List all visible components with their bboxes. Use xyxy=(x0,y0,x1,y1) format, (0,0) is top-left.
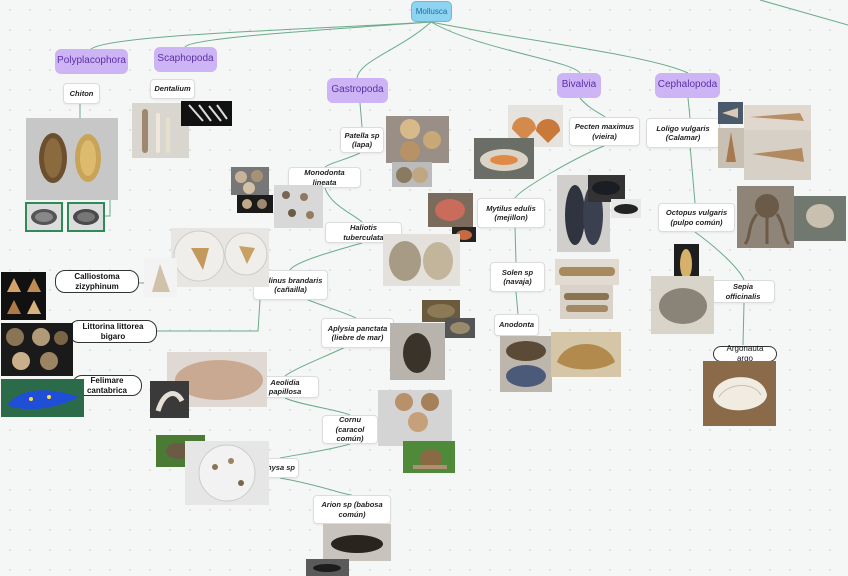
species-node-monodonta[interactable]: Monodonta lineata xyxy=(288,167,361,188)
class-node-gastropoda[interactable]: Gastropoda xyxy=(327,78,388,103)
species-node-octopus[interactable]: Octopus vulgaris (pulpo común) xyxy=(658,203,735,232)
photo-physa-dish xyxy=(185,441,269,505)
photo-littorina xyxy=(1,323,73,376)
photo-octopus-live xyxy=(794,196,846,241)
class-node-scaphopoda[interactable]: Scaphopoda xyxy=(154,47,217,72)
species-node-cornu[interactable]: Cornu (caracol común) xyxy=(322,415,378,444)
photo-monodonta-1 xyxy=(231,167,269,195)
photo-sepia xyxy=(651,276,714,334)
photo-loligo-icon xyxy=(718,102,743,124)
species-node-dentalium[interactable]: Dentalium xyxy=(150,79,195,99)
photo-mytilus-small xyxy=(588,175,625,202)
class-node-polyplacophora[interactable]: Polyplacophora xyxy=(55,49,128,74)
photo-solen xyxy=(560,285,613,319)
photo-aplysia xyxy=(390,323,445,380)
species-node-argonauta[interactable]: Argonauta argo xyxy=(713,344,777,363)
species-node-littorina[interactable]: Littorina littorea bigaro xyxy=(69,320,157,343)
photo-loligo xyxy=(744,130,811,180)
species-node-calliostoma[interactable]: Calliostoma zizyphinum xyxy=(55,270,139,293)
species-node-patella[interactable]: Patella sp (lapa) xyxy=(340,127,384,153)
species-node-chiton[interactable]: Chiton xyxy=(63,83,100,104)
photo-haliotis xyxy=(383,234,460,286)
class-node-cephalopoda[interactable]: Cephalopoda xyxy=(655,73,720,98)
species-node-solen[interactable]: Solen sp (navaja) xyxy=(490,262,545,292)
photo-anodonta-pair xyxy=(500,336,552,392)
photo-chiton-small-2 xyxy=(67,202,105,232)
photo-pecten-open xyxy=(474,138,534,179)
species-node-bolinus[interactable]: Bolinus brandaris (cañailla) xyxy=(253,270,328,300)
photo-anodonta-open xyxy=(551,332,621,377)
photo-arion-small xyxy=(306,559,349,576)
photo-pecten xyxy=(508,105,563,147)
photo-aeolidia-small xyxy=(150,381,189,418)
species-node-haliotis[interactable]: Haliotis tuberculata xyxy=(325,222,402,243)
photo-loligo-top xyxy=(744,105,811,130)
species-node-pecten[interactable]: Pecten maximus (vieira) xyxy=(569,117,640,146)
photo-octopus xyxy=(737,186,794,248)
photo-bolinus-dishes xyxy=(171,228,269,287)
photo-monodonta-3 xyxy=(274,185,323,228)
photo-argonauta xyxy=(703,361,776,426)
photo-arion xyxy=(323,524,391,561)
photo-aplysia-top xyxy=(422,300,460,322)
species-node-sepia[interactable]: Sepia officinalis xyxy=(711,280,775,303)
species-node-anodonta[interactable]: Anodonta xyxy=(494,314,539,336)
photo-aplysia-small xyxy=(445,318,475,338)
photo-cornu-shells xyxy=(378,390,452,446)
photo-chiton-shells xyxy=(26,118,118,200)
photo-dentalium-black xyxy=(181,101,232,126)
photo-haliotis-top xyxy=(428,193,473,227)
photo-cornu-snail xyxy=(403,441,455,473)
species-node-felimare[interactable]: Felimare cantabrica xyxy=(72,375,142,396)
species-node-aplysia[interactable]: Aplysia panctata (liebre de mar) xyxy=(321,318,394,348)
photo-patella xyxy=(386,116,449,163)
photo-patella-small xyxy=(392,162,432,187)
photo-solen-top xyxy=(555,259,619,285)
photo-felimare xyxy=(1,379,84,417)
photo-calliostoma xyxy=(1,272,46,320)
photo-dentalium-shells xyxy=(132,103,189,158)
photo-chiton-small-1 xyxy=(25,202,63,232)
photo-mytilus-live xyxy=(611,199,641,218)
class-node-bivalvia[interactable]: Bivalvia xyxy=(557,73,601,98)
species-node-arion[interactable]: Arion sp (babosa común) xyxy=(313,495,391,524)
photo-loligo-small xyxy=(718,128,744,168)
photo-monodonta-2 xyxy=(237,195,273,213)
photo-bolinus-white xyxy=(144,258,177,297)
species-node-mytilus[interactable]: Mytilus edulis (mejillon) xyxy=(477,198,545,228)
species-node-aeolidia[interactable]: Aeolidia papillosa xyxy=(251,376,319,398)
species-node-loligo[interactable]: Loligo vulgaris (Calamar) xyxy=(646,118,720,148)
root-node-mollusca[interactable]: Mollusca xyxy=(411,1,452,22)
